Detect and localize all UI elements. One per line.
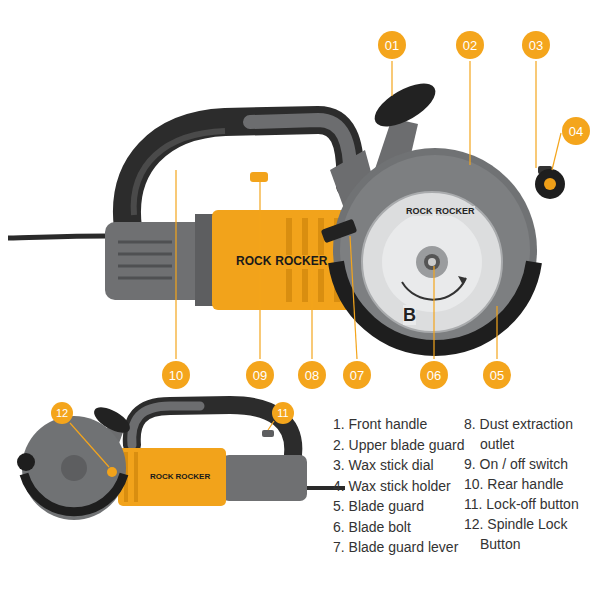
callout-badge: 05 bbox=[483, 361, 511, 389]
callout-number: 07 bbox=[350, 369, 364, 382]
callout-badge: 04 bbox=[562, 117, 590, 145]
callout-circle-fill bbox=[298, 361, 326, 389]
motor-body bbox=[212, 210, 352, 310]
callout-circle-fill bbox=[378, 31, 406, 59]
arbor bbox=[61, 455, 87, 481]
motor-body bbox=[118, 448, 226, 506]
callout-number: 08 bbox=[305, 369, 319, 382]
part-list-item: 3. Wax stick dial bbox=[333, 455, 434, 475]
callout-number: 12 bbox=[56, 408, 68, 419]
rotation-head bbox=[458, 276, 466, 285]
leader-lines bbox=[70, 61, 561, 467]
callout-badge: 06 bbox=[420, 361, 448, 389]
spindle-lock bbox=[107, 467, 117, 477]
callout-circle-fill bbox=[51, 402, 73, 424]
part-list-item: 7. Blade guard lever bbox=[333, 537, 458, 557]
part-list-item: 11. Lock-off button bbox=[464, 494, 596, 514]
part-list-item: 2. Upper blade guard bbox=[333, 435, 465, 455]
callout-number: 09 bbox=[253, 369, 267, 382]
part-list-item: 8. Dust extraction outlet bbox=[464, 414, 596, 454]
callout-number: 02 bbox=[463, 39, 477, 52]
callout-number: 11 bbox=[277, 408, 288, 419]
wall-chaser-side bbox=[8, 75, 565, 352]
handle-housing bbox=[132, 406, 200, 445]
upper-guard bbox=[333, 148, 537, 352]
blade bbox=[362, 192, 502, 332]
wax-holder bbox=[535, 169, 565, 199]
part-list-item: 10. Rear handle bbox=[464, 474, 596, 494]
callout-circle-fill bbox=[483, 361, 511, 389]
callout-circle-fill bbox=[456, 31, 484, 59]
callout-circle-fill bbox=[343, 361, 371, 389]
callout-badge: 12 bbox=[51, 402, 73, 424]
callout-badge: 01 bbox=[378, 31, 406, 59]
wax-holder-center bbox=[544, 178, 556, 190]
guard-lever bbox=[321, 219, 358, 244]
lock-off bbox=[262, 430, 274, 437]
callout-number: 04 bbox=[569, 125, 583, 138]
callout-badge: 11 bbox=[272, 402, 294, 424]
motor-rear bbox=[222, 455, 307, 501]
callout-badge: 09 bbox=[246, 361, 274, 389]
callout-circle-fill bbox=[420, 361, 448, 389]
body-logo: ROCK bbox=[236, 255, 271, 269]
handle-grip bbox=[134, 131, 225, 215]
front-handle bbox=[368, 75, 442, 135]
callout-circle-fill bbox=[562, 117, 590, 145]
blade-inner bbox=[382, 212, 482, 312]
callout-badge: 03 bbox=[522, 31, 550, 59]
bolt bbox=[424, 254, 440, 270]
callout-number: 03 bbox=[529, 39, 543, 52]
callout-badge: 07 bbox=[343, 361, 371, 389]
part-list-item: 5. Blade guard bbox=[333, 496, 424, 516]
arbor bbox=[416, 246, 448, 278]
blade-logo: ROCK bbox=[406, 206, 433, 216]
callout-badge: 08 bbox=[298, 361, 326, 389]
callout-circle-fill bbox=[246, 361, 274, 389]
power-cord bbox=[8, 236, 108, 238]
callout-badge: 02 bbox=[456, 31, 484, 59]
bolt-head bbox=[428, 258, 436, 266]
wall-chaser-other-side bbox=[17, 402, 345, 520]
wax-holder bbox=[17, 453, 35, 471]
callout-circle-fill bbox=[272, 402, 294, 424]
callout-number: 01 bbox=[385, 39, 399, 52]
callout-number: 10 bbox=[169, 369, 183, 382]
callout-badge: 10 bbox=[162, 361, 190, 389]
guard bbox=[22, 416, 126, 520]
part-list-item: 9. On / off switch bbox=[464, 454, 596, 474]
body-logo: ROCKER bbox=[275, 255, 327, 269]
blade-mark: B bbox=[403, 305, 416, 325]
callout-circle-fill bbox=[162, 361, 190, 389]
body-logo: ROCKER bbox=[176, 472, 211, 481]
body-logo: ROCK bbox=[150, 472, 174, 481]
callout-number: 05 bbox=[490, 369, 504, 382]
part-list-item: 6. Blade bolt bbox=[333, 517, 411, 537]
vents bbox=[118, 242, 172, 278]
callout-number: 06 bbox=[427, 369, 441, 382]
blade-logo: ROCKER bbox=[436, 206, 475, 216]
part-list-item: 1. Front handle bbox=[333, 414, 427, 434]
callout-circle-fill bbox=[522, 31, 550, 59]
part-list-item: 12. Spindle Lock Button bbox=[464, 514, 596, 554]
part-list-item: 4. Wax stick holder bbox=[333, 476, 451, 496]
switch bbox=[250, 172, 268, 182]
